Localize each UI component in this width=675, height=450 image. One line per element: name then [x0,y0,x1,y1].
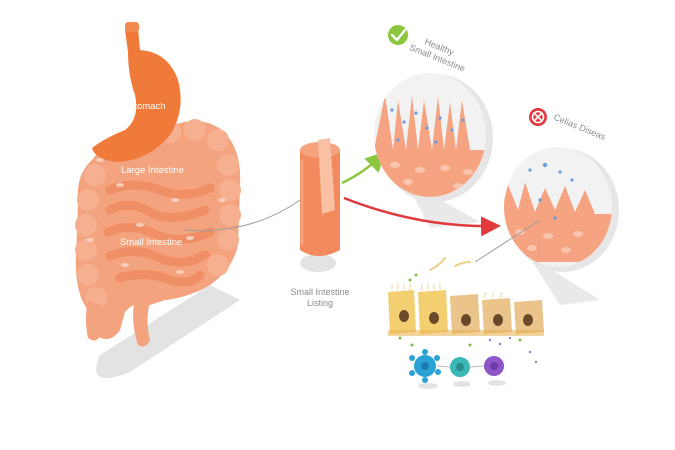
healthy-arrow [341,151,386,185]
large-intestine-label: Large Intestine [121,165,184,176]
cell-layer [388,257,544,364]
healthy-magnifier [374,25,493,202]
celiac-arrow [343,196,501,237]
intestine-tube [300,138,340,256]
pointer-line [184,199,301,232]
small-intestine [103,180,215,287]
listing-line-1: Small Intestine [290,287,350,297]
immune-cell-teal [450,357,470,377]
celiac-magnifier [504,108,619,272]
check-icon [388,25,408,45]
immune-cell-purple [484,356,504,376]
immune-cell-blue [409,349,441,383]
stomach-label: Stomach [128,101,166,112]
digestive-system [75,22,241,347]
small-intestine-label: Small Intestine [120,237,183,248]
stomach [92,28,181,162]
listing-caption: Small Intestine Listing [270,287,370,309]
immune-cells [409,349,506,389]
large-intestine [75,121,241,339]
listing-line-2: Listing [306,298,333,308]
